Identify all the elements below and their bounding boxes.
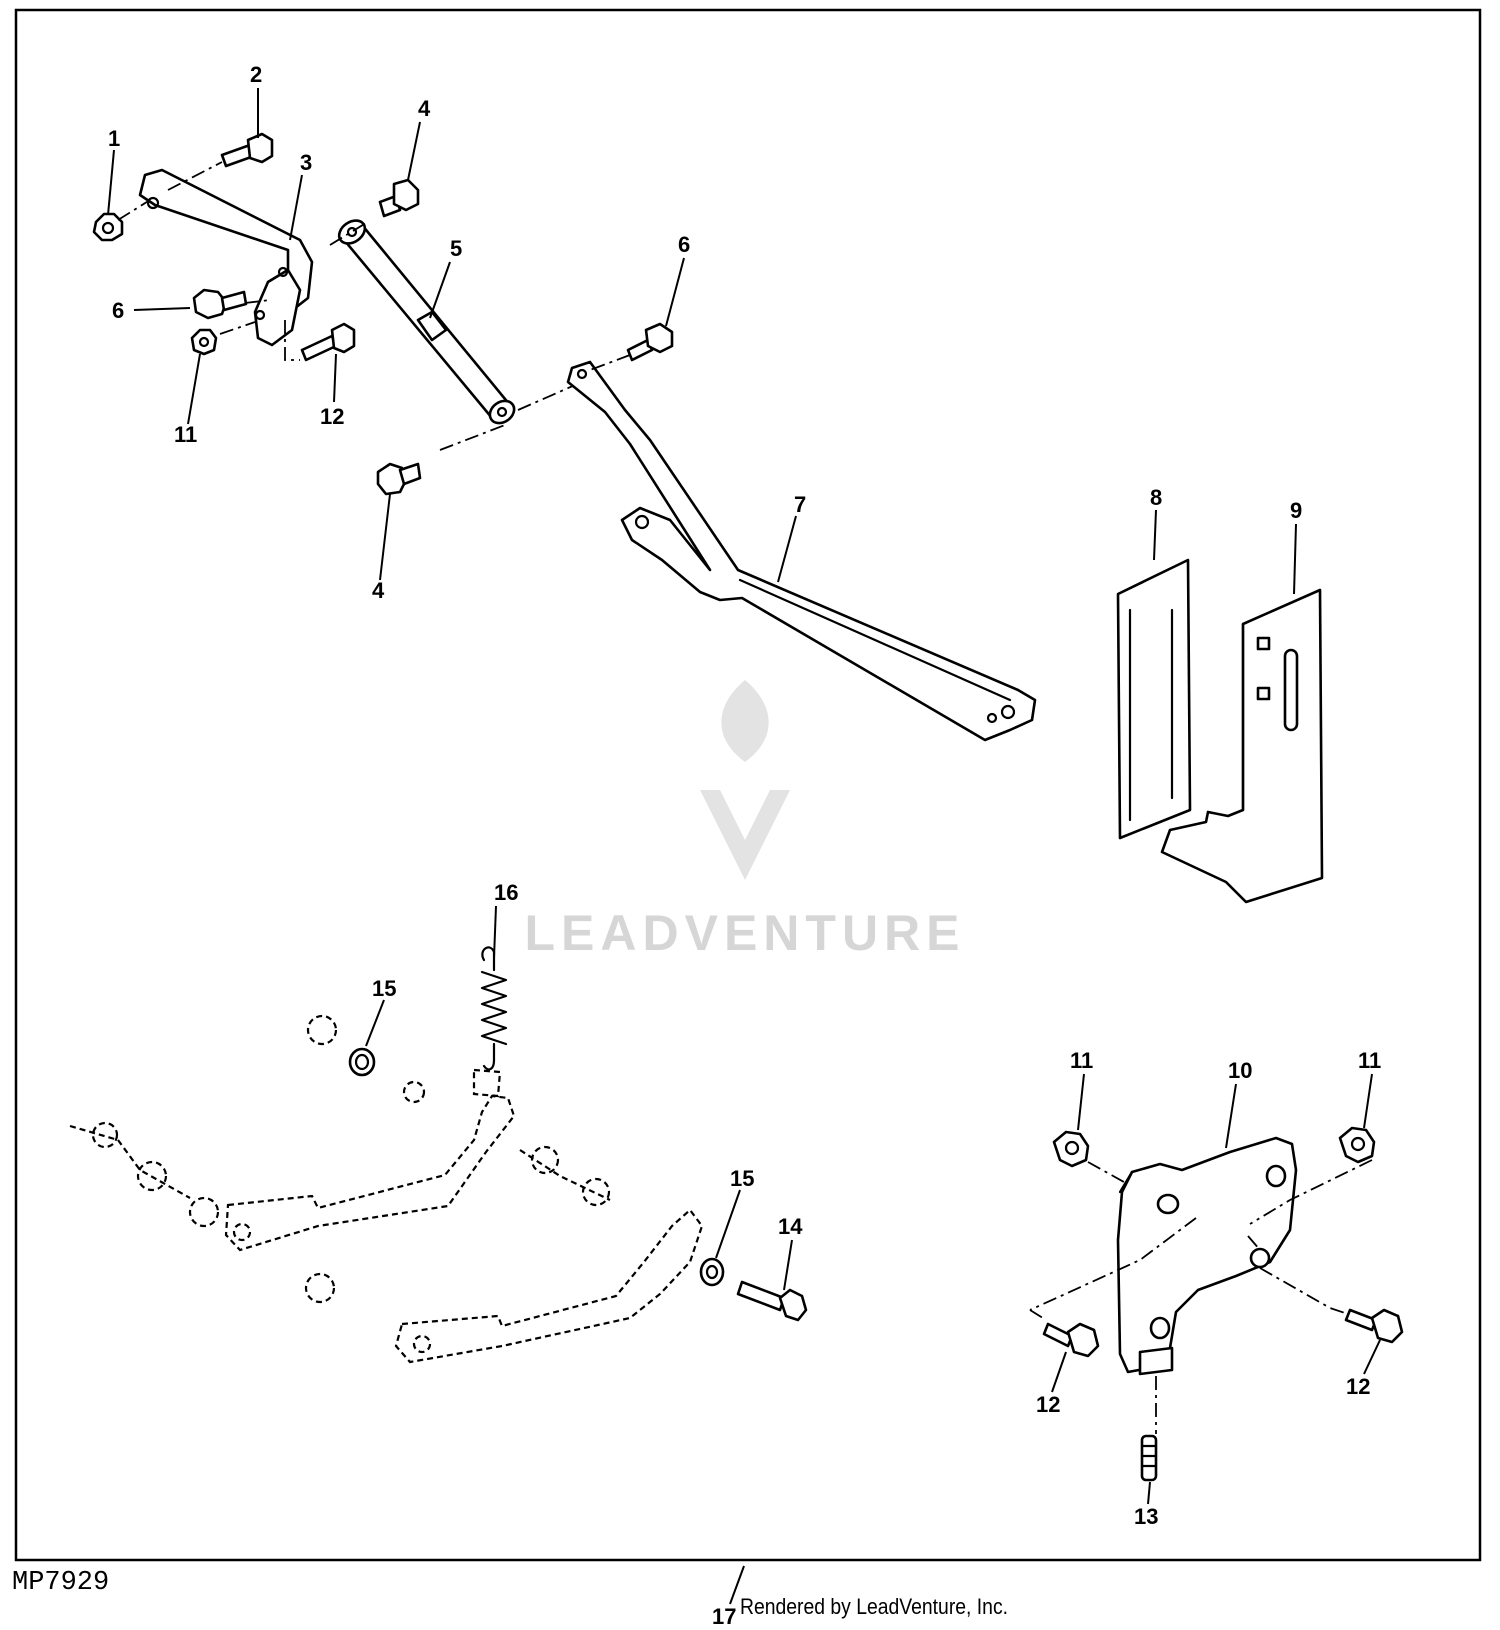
part-14-bolt <box>736 1280 808 1322</box>
part-6-bolt-left <box>192 288 248 320</box>
figure-id: MP7929 <box>12 1568 110 1598</box>
part-7-lever-arm <box>566 360 1037 742</box>
leadventure-watermark-logo: LEADVENTURE <box>524 680 965 961</box>
callout-2: 2 <box>250 62 262 87</box>
part-12-bolt-right <box>1344 1308 1404 1344</box>
render-credit: Rendered by LeadVenture, Inc. <box>740 1594 1009 1619</box>
watermark-text: LEADVENTURE <box>524 905 965 961</box>
part-3-bracket <box>138 168 314 347</box>
callout-10: 10 <box>1228 1058 1252 1083</box>
part-12-bolt-mid <box>1042 1322 1100 1358</box>
part-8-plate <box>1116 558 1192 840</box>
part-10-mounting-plate <box>1116 1136 1298 1376</box>
diagram-frame <box>14 8 1482 1562</box>
callout-11-left: 11 <box>174 422 197 447</box>
part-6-bolt-right <box>626 322 674 362</box>
callout-16: 16 <box>494 880 518 905</box>
part-11-nut-right <box>1338 1126 1376 1164</box>
callout-4-top: 4 <box>418 96 431 121</box>
part-16-spring <box>480 946 508 1071</box>
part-11-nut-mid <box>1052 1130 1090 1168</box>
callout-15-lower: 15 <box>730 1166 754 1191</box>
part-5-rod <box>337 219 516 425</box>
callout-1: 1 <box>108 126 120 151</box>
callout-12-right: 12 <box>1346 1374 1370 1399</box>
part-15-spacer-upper <box>348 1047 376 1077</box>
part-4-bushing-top <box>378 178 420 218</box>
reference-linkage-dashed <box>69 1014 704 1364</box>
part-11-nut-left <box>190 328 218 356</box>
callout-5: 5 <box>450 236 462 261</box>
callout-11-right: 11 <box>1358 1048 1381 1073</box>
part-13-stud <box>1140 1434 1158 1482</box>
callout-12-left: 12 <box>320 404 344 429</box>
callout-4-bottom: 4 <box>372 578 385 603</box>
callout-3: 3 <box>300 150 312 175</box>
callout-9: 9 <box>1290 498 1302 523</box>
callout-6-left: 6 <box>112 298 124 323</box>
callout-14: 14 <box>778 1214 803 1239</box>
callout-15-upper: 15 <box>372 976 396 1001</box>
callout-8: 8 <box>1150 485 1162 510</box>
part-4-bushing-bottom <box>376 462 422 496</box>
callout-12-mid: 12 <box>1036 1392 1060 1417</box>
part-15-spacer-lower <box>699 1257 725 1287</box>
callout-6-right: 6 <box>678 232 690 257</box>
part-12-bolt-left <box>300 322 356 362</box>
callout-17: 17 <box>712 1604 736 1629</box>
callout-11-mid: 11 <box>1070 1048 1093 1073</box>
part-9-bracket <box>1160 588 1324 904</box>
callout-7: 7 <box>794 492 806 517</box>
part-2-bolt <box>220 132 274 168</box>
callout-13: 13 <box>1134 1504 1158 1529</box>
part-1-nut <box>92 212 124 242</box>
